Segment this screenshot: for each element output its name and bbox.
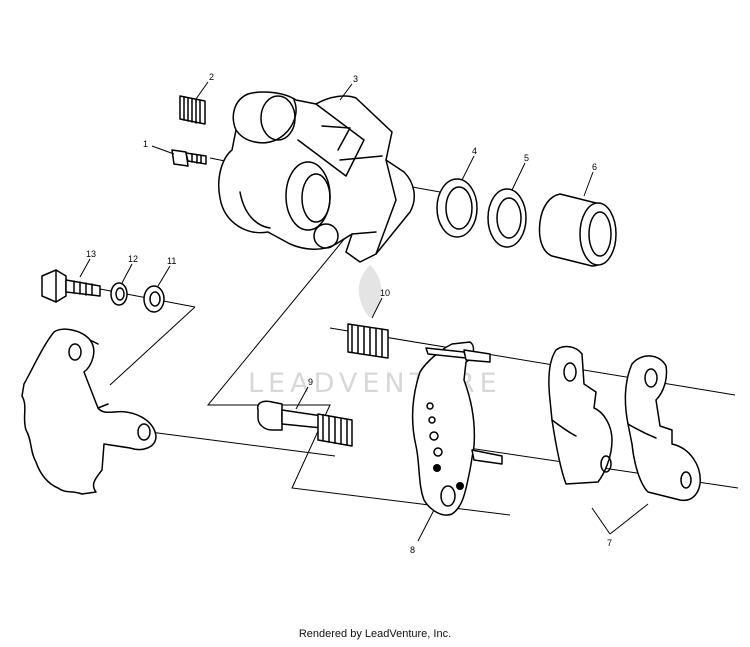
callout-7: 7 (607, 538, 612, 548)
seal-ring (436, 178, 478, 238)
callout-2: 2 (209, 72, 214, 82)
callouts: 1 2 3 4 5 6 7 8 9 10 11 12 13 (86, 72, 612, 555)
fitting (171, 149, 207, 167)
callout-5: 5 (524, 153, 529, 163)
callout-3: 3 (353, 74, 358, 84)
callout-11: 11 (167, 256, 176, 266)
callout-4: 4 (472, 146, 477, 156)
bolt (41, 269, 101, 303)
lock-washer (110, 282, 128, 306)
callout-9: 9 (308, 377, 313, 387)
slide-pin (256, 400, 353, 447)
callout-6: 6 (592, 162, 597, 172)
dust-seal-ring (487, 188, 527, 248)
spring-boot (347, 323, 389, 359)
callout-12: 12 (128, 254, 138, 264)
brake-pad-front (548, 345, 613, 485)
piston (538, 193, 617, 267)
callout-1: 1 (143, 139, 148, 149)
brake-pad-rear (624, 355, 701, 502)
caliper-body (218, 91, 416, 263)
callout-8: 8 (410, 545, 415, 555)
bleeder-screw (179, 95, 206, 125)
leader-lines (79, 81, 649, 542)
washer (143, 285, 165, 313)
callout-13: 13 (86, 249, 96, 259)
footer-credit: Rendered by LeadVenture, Inc. (298, 628, 452, 640)
support-bracket (411, 341, 503, 516)
mounting-bracket (21, 328, 157, 495)
callout-10: 10 (380, 288, 390, 298)
